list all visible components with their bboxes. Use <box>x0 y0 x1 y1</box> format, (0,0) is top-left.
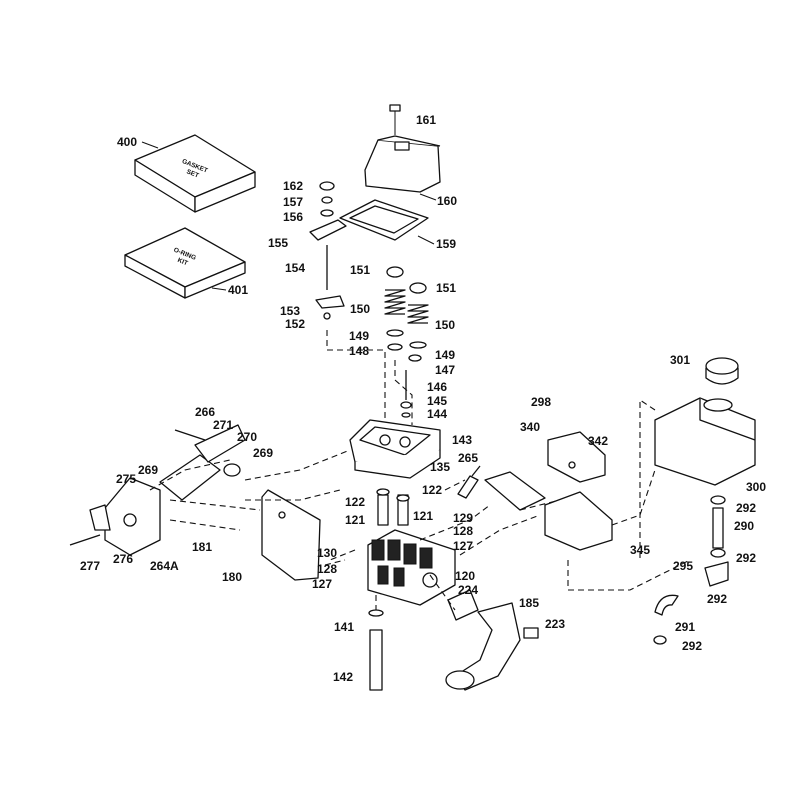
callout-269-b: 269 <box>253 446 273 460</box>
callout-224: 224 <box>458 583 478 597</box>
callout-185: 185 <box>519 596 539 610</box>
callout-270: 270 <box>237 430 257 444</box>
intake-elbow <box>445 589 539 691</box>
blower-shroud <box>261 489 321 581</box>
callout-340: 340 <box>520 420 540 434</box>
callout-122-a: 122 <box>345 495 365 509</box>
callout-181: 181 <box>192 540 212 554</box>
oil-fill-tube <box>368 609 384 691</box>
fuel-tank <box>654 397 756 486</box>
callout-120: 120 <box>455 569 475 583</box>
breather-tube <box>400 370 412 418</box>
callout-159: 159 <box>436 237 456 251</box>
callout-269-a: 269 <box>138 463 158 477</box>
callout-141: 141 <box>334 620 354 634</box>
callout-298: 298 <box>531 395 551 409</box>
callout-128-a: 128 <box>453 524 473 538</box>
callout-149-a: 149 <box>349 329 369 343</box>
callout-143: 143 <box>452 433 472 447</box>
callout-161: 161 <box>416 113 436 127</box>
callout-127-b: 127 <box>312 577 332 591</box>
callout-265: 265 <box>458 451 478 465</box>
callout-144: 144 <box>427 407 447 421</box>
callout-121-b: 121 <box>413 509 433 523</box>
valve-cover-gasket <box>339 199 429 241</box>
pushrod-tubes <box>376 488 410 526</box>
callout-300: 300 <box>746 480 766 494</box>
callout-142: 142 <box>333 670 353 684</box>
spark-plug <box>457 465 481 499</box>
valve-spring-left <box>384 266 406 351</box>
callout-155: 155 <box>268 236 288 250</box>
valve-spring-right <box>407 282 429 362</box>
callout-400: 400 <box>117 135 137 149</box>
exhaust-manifold <box>159 424 246 501</box>
callout-148: 148 <box>349 344 369 358</box>
callout-154: 154 <box>285 261 305 275</box>
valve-cover <box>364 104 441 193</box>
callout-150-b: 150 <box>435 318 455 332</box>
callout-276: 276 <box>113 552 133 566</box>
callout-147: 147 <box>435 363 455 377</box>
callout-223: 223 <box>545 617 565 631</box>
callout-145: 145 <box>427 394 447 408</box>
callout-162: 162 <box>283 179 303 193</box>
callout-271: 271 <box>213 418 233 432</box>
cylinder-block <box>367 529 456 606</box>
oring-kit-box: O-RING KIT <box>124 227 246 299</box>
callout-292-c: 292 <box>707 592 727 606</box>
callout-122-b: 122 <box>422 483 442 497</box>
callout-292-a: 292 <box>736 501 756 515</box>
callout-275: 275 <box>116 472 136 486</box>
assembly-guide-lines <box>149 330 691 611</box>
callout-264a: 264A <box>150 559 179 573</box>
callout-291: 291 <box>675 620 695 634</box>
callout-128-b: 128 <box>317 562 337 576</box>
fuel-tank-bracket <box>544 431 613 551</box>
gasket-set-line-2: SET <box>185 168 199 179</box>
callout-342: 342 <box>588 434 608 448</box>
callout-146: 146 <box>427 380 447 394</box>
callout-130: 130 <box>317 546 337 560</box>
callout-135: 135 <box>430 460 450 474</box>
callout-150-a: 150 <box>350 302 370 316</box>
fuel-cap <box>705 357 739 385</box>
callout-266: 266 <box>195 405 215 419</box>
callout-277: 277 <box>80 559 100 573</box>
cylinder-head-cover <box>349 419 441 479</box>
callout-180: 180 <box>222 570 242 584</box>
callout-149-b: 149 <box>435 348 455 362</box>
callout-295: 295 <box>673 559 693 573</box>
callout-151-b: 151 <box>436 281 456 295</box>
callout-labels: 400 401 161 160 159 162 157 156 155 154 … <box>80 113 766 684</box>
callout-152: 152 <box>285 317 305 331</box>
muffler <box>69 477 161 556</box>
rocker-arm-assembly <box>309 181 347 320</box>
callout-292-d: 292 <box>682 639 702 653</box>
callout-301: 301 <box>670 353 690 367</box>
callout-401: 401 <box>228 283 248 297</box>
callout-160: 160 <box>437 194 457 208</box>
callout-156: 156 <box>283 210 303 224</box>
callout-127-a: 127 <box>453 539 473 553</box>
callout-157: 157 <box>283 195 303 209</box>
callout-153: 153 <box>280 304 300 318</box>
callout-290: 290 <box>734 519 754 533</box>
callout-151-a: 151 <box>350 263 370 277</box>
gasket-set-box: GASKET SET <box>134 134 256 213</box>
fuel-line <box>653 495 729 645</box>
callout-345: 345 <box>630 543 650 557</box>
callout-129: 129 <box>453 511 473 525</box>
callout-121-a: 121 <box>345 513 365 527</box>
callout-292-b: 292 <box>736 551 756 565</box>
